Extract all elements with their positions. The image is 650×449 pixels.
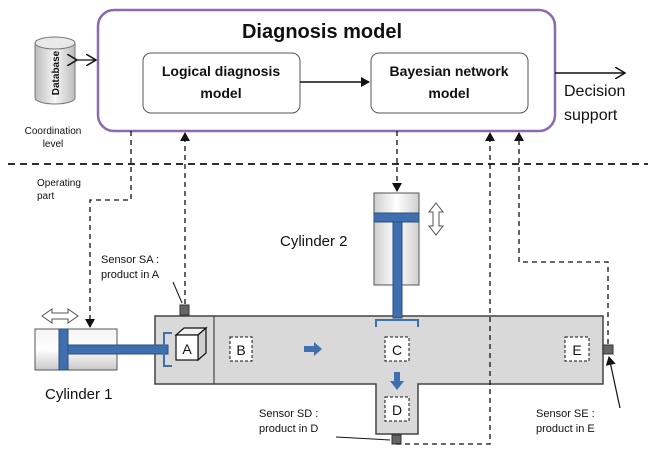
sensor-sd-label-line2: product in D [259,423,318,435]
cylinder-2-motion-arrow [427,202,445,236]
position-d-label: D [392,402,402,418]
bayesian-network-label-line1: Bayesian network [389,63,508,79]
coordination-level-line1: Coordination [25,126,82,137]
cylinder-2 [373,192,420,319]
link-sensor-se-to-diagnosis [514,132,609,344]
position-c-marker [384,336,410,362]
flow-arrow-right [304,342,322,356]
bayesian-network-box [370,52,529,114]
logical-diagnosis-label-line1: Logical diagnosis [162,63,280,79]
position-e-marker [564,336,590,362]
conveyor [154,315,604,435]
bracket-c [375,319,419,327]
product-box-a [174,326,208,362]
operating-part-line1: Operating [37,178,81,189]
cylinder-2-label: Cylinder 2 [280,233,348,250]
decision-support-label-line1: Decision [564,83,625,100]
link-sensor-sd-to-diagnosis [396,132,495,445]
sensor-se-label-line2: product in E [536,423,595,435]
database-label: Database [51,50,62,95]
bracket-a [163,332,172,367]
logical-diagnosis-label-line2: model [200,85,241,101]
sensor-sd-pointer [335,436,391,441]
cylinder-1 [34,328,169,371]
decision-support-label-line2: support [564,107,618,124]
cylinder-1-label: Cylinder 1 [45,386,113,403]
position-a-label: A [182,341,192,357]
sensor-sa-pointer [172,281,183,304]
sensor-sd [391,434,402,445]
sensor-se-label-line1: Sensor SE : [536,408,595,420]
position-c-label: C [392,342,402,358]
sensor-sd-label-line1: Sensor SD : [259,408,318,420]
bayesian-network-label-line2: model [428,85,469,101]
link-diagnosis-to-cylinder-1 [85,131,132,328]
sensor-sa-label-line2: product in A [101,269,160,281]
sensor-se [602,344,614,355]
sensor-se-pointer [605,356,621,409]
operating-part-line2: part [37,191,54,202]
logical-diagnosis-box [142,52,301,114]
database-icon [34,36,76,105]
diagnosis-model-title: Diagnosis model [242,21,402,43]
position-b-marker [229,336,253,362]
sensor-sa [179,304,190,316]
sensor-sa-label-line1: Sensor SA : [101,254,159,266]
flow-arrow-down [390,372,404,390]
position-d-marker [384,396,410,422]
coordination-level-line2: level [43,139,64,150]
position-b-label: B [236,342,245,358]
position-e-label: E [572,342,581,358]
cylinder-1-motion-arrow [41,308,79,324]
